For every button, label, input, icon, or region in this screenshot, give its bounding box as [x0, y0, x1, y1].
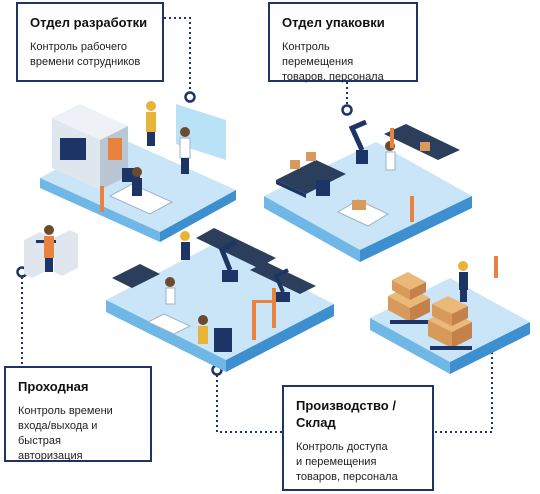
platform-pack	[264, 119, 472, 262]
connector-dot-dev	[184, 91, 196, 103]
card-dev-desc: Контроль рабочего времени сотрудников	[30, 41, 141, 68]
worker-icon	[198, 315, 232, 352]
card-pack: Отдел упаковки Контроль перемещения това…	[268, 2, 418, 83]
rfid-gate-icon	[100, 186, 104, 212]
card-pack-title: Отдел упаковки	[282, 15, 385, 30]
card-dev: Отдел разработки Контроль рабочего време…	[16, 2, 164, 82]
robot-arm-icon	[218, 239, 290, 302]
card-gate-title: Проходная	[18, 379, 89, 394]
platform-warehouse	[370, 256, 530, 374]
card-gate-desc: Контроль времени входа/выхода и быстрая …	[18, 405, 113, 462]
rfid-gate-icon	[252, 288, 276, 340]
connector-warehouse	[434, 322, 493, 433]
connector-dev	[164, 17, 191, 97]
rfid-gate-icon	[390, 128, 414, 222]
worker-icon	[179, 127, 191, 174]
card-prod-desc: Контроль доступа и перемещения товаров, …	[296, 441, 398, 483]
rfid-gate-icon	[494, 256, 498, 278]
connector-dot-pack	[341, 104, 353, 116]
conveyor-icon	[276, 152, 346, 198]
worker-icon	[44, 225, 54, 272]
conveyor-icon	[112, 228, 316, 294]
cart-icon	[316, 180, 390, 227]
turnstile-icon	[24, 225, 78, 278]
worker-icon	[458, 261, 468, 302]
worker-icon	[165, 277, 176, 305]
robot-arm-icon	[348, 119, 368, 164]
card-gate: Проходная Контроль времени входа/выхода …	[4, 366, 152, 462]
platform-prod	[106, 228, 334, 372]
worker-icon	[146, 101, 156, 146]
box-stack-icon	[388, 272, 430, 324]
platform-dev	[40, 101, 236, 242]
card-prod-title: Производство / Склад	[296, 398, 396, 430]
card-prod: Производство / Склад Контроль доступа и …	[282, 385, 434, 491]
connectors	[21, 17, 493, 433]
conveyor-icon	[384, 124, 460, 160]
card-dev-title: Отдел разработки	[30, 15, 148, 30]
worker-icon	[180, 231, 190, 260]
worker-icon	[132, 167, 142, 196]
cart-icon	[146, 313, 192, 335]
connector-prod	[216, 370, 282, 433]
card-pack-desc: Контроль перемещения товаров, персонала	[282, 41, 384, 83]
box-stack-icon	[428, 296, 472, 350]
